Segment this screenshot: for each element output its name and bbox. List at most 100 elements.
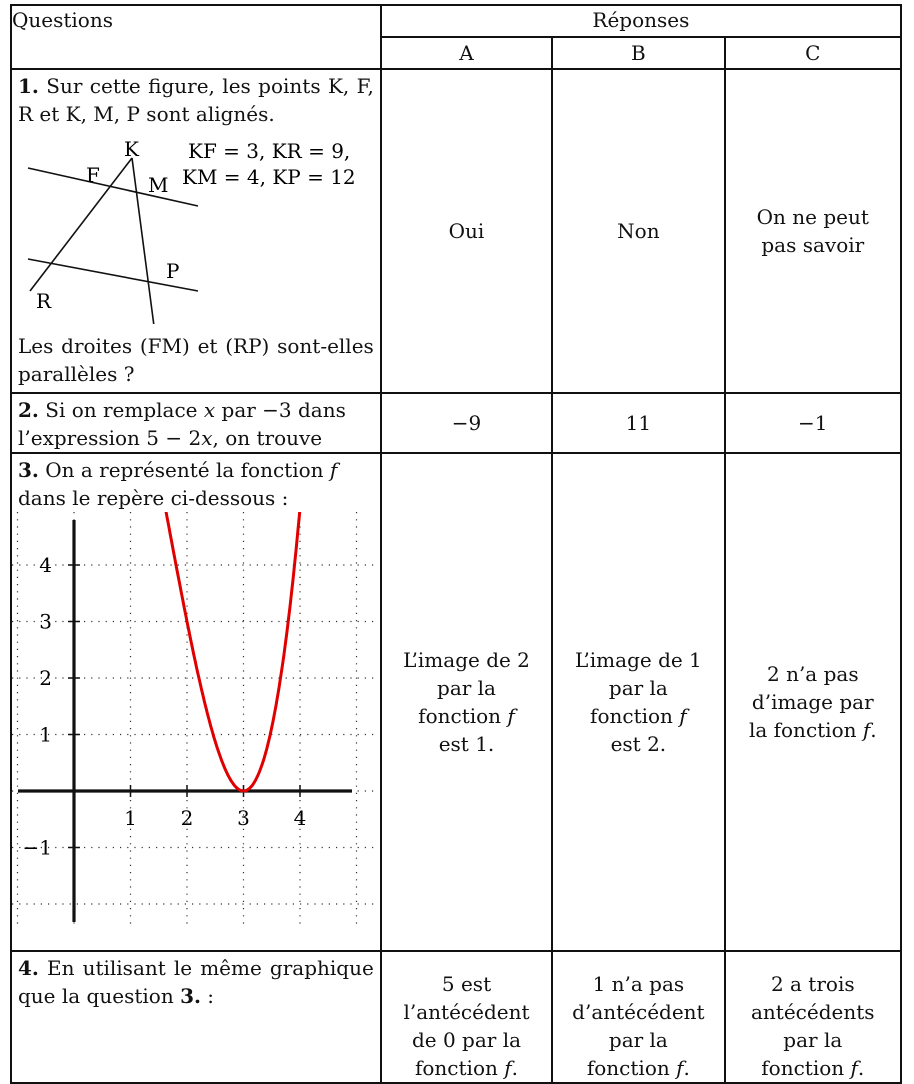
q4-number: 4. [18,956,39,980]
q2-answer-a: −9 [379,392,554,454]
q2-text-3: , on trouve [212,426,323,450]
q1-c-line2: pas savoir [761,233,865,257]
line-fm [27,167,199,207]
line-kp [131,157,155,324]
q3-cell: 3. On a représenté la fonction f dans le… [10,452,382,952]
q4-answer-c: 2 a trois antécédents par la fonction f. [723,950,903,1084]
x-tick-label: 1 [124,806,137,830]
q2-number: 2. [18,398,39,422]
q1-question: Les droites (FM) et (RP) sont-elles para… [12,324,380,388]
q4-b-line2: d’antécédent [572,1000,705,1024]
q4-ref: 3. [180,984,201,1008]
q1-answer-c: On ne peut pas savoir [723,68,903,394]
header-col-c: C [723,36,903,70]
q2-text-2: par −3 dans l’expression 5 − 2 [18,398,346,450]
x-tick-label: 2 [181,806,194,830]
q3-answer-b: L’image de 1 par la fonction f est 2. [551,452,726,952]
q4-b-line4-text: fonction [586,1056,677,1080]
y-tick-label: 1 [39,723,52,747]
q4-c-line4: fonction f. [726,1054,900,1082]
q4-a-line3: de 0 par la [411,1028,522,1052]
q3-text-2: dans le repère ci-dessous : [18,486,289,510]
qcm-table: Questions Réponses A B C 1. Sur cette fi… [10,4,903,1084]
q2-text-1: Si on remplace [38,398,204,422]
q3-number: 3. [18,458,39,482]
q4-c-line3: par la [783,1028,843,1052]
label-f: F [86,163,100,187]
label-m: M [148,173,168,197]
label-r: R [36,289,52,313]
q4-b-end: . [683,1056,690,1080]
x-tick-label: 3 [237,806,250,830]
q4-text-2: : [200,984,215,1008]
q4-a-fname: f [504,1056,512,1080]
q4-a-end: . [511,1056,518,1080]
q4-answer-a: 5 est l’antécédent de 0 par la fonction … [379,950,554,1084]
q3-a-line3-text: fonction [418,704,508,728]
q4-a-line2: l’antécédent [403,1000,530,1024]
graph-axes [18,520,352,922]
x-tick-label: 4 [294,806,307,830]
header-questions-label: Questions [12,8,113,32]
q2-var-x: x [203,398,216,422]
q4-a-line4-text: fonction [414,1056,505,1080]
q3-b-line2: par la [608,676,668,700]
q1-number: 1. [18,74,39,98]
q4-c-line1: 2 a trois [770,972,855,996]
q1-text: 1. Sur cette figure, les points K, F, R … [12,70,380,128]
q3-c-fname: f [862,718,871,742]
q2-answer-c: −1 [723,392,903,454]
function-curve [164,512,302,793]
q2-a-text: −9 [451,411,482,435]
given-km-kp: KM = 4, KP = 12 [182,165,356,189]
y-tick-label: 2 [39,666,52,690]
q4-text-1: En utilisant le même graphique que la qu… [18,956,374,1008]
q4-answer-b: 1 n’a pas d’antécédent par la fonction f… [551,950,726,1084]
graph-grid [12,512,378,924]
q3-answer-a: L’image de 2 par la fonction f est 1. [379,452,554,952]
q4-c-end: . [857,1056,865,1080]
header-col-c-label: C [805,41,821,65]
q1-question-text: Les droites (FM) et (RP) sont-elles para… [18,334,374,386]
q4-cell: 4. En utilisant le même graphique que la… [10,950,382,1084]
q3-c-line3: la fonction f. [726,716,900,744]
header-col-a-label: A [459,41,474,65]
q2-cell: 2. Si on remplace x par −3 dans l’expres… [10,392,382,454]
q2-text: 2. Si on remplace x par −3 dans l’expres… [12,394,380,452]
q2-c-text: −1 [798,411,828,435]
q4-b-line4: fonction f. [553,1054,723,1082]
q3-c-line3-text: la fonction [748,718,863,742]
label-k: K [124,137,140,161]
q2-b-text: 11 [625,411,652,435]
q3-text: 3. On a représenté la fonction f dans le… [12,454,380,512]
q4-c-line4-text: fonction [761,1056,851,1080]
header-col-a: A [379,36,554,70]
y-tick-label: 4 [39,553,52,577]
q1-b-text: Non [617,219,660,243]
q4-b-line3: par la [608,1028,668,1052]
q3-c-line2: d’image par [751,690,874,714]
line-rp [27,258,199,292]
header-reponses: Réponses [379,4,903,38]
header-questions: Questions [10,4,382,70]
q4-text: 4. En utilisant le même graphique que la… [12,952,380,1010]
q2-answer-b: 11 [551,392,726,454]
q3-fname: f [329,458,338,482]
q3-a-line4: est 1. [438,732,495,756]
header-col-b-label: B [631,41,646,65]
q4-a-line1: 5 est [441,972,492,996]
q1-a-text: Oui [448,219,485,243]
q4-a-line4: fonction f. [382,1054,551,1082]
given-kf-kr: KF = 3, KR = 9, [188,139,350,163]
q4-b-fname: f [676,1056,684,1080]
q1-answer-b: Non [551,68,726,394]
q1-intro: Sur cette figure, les points K, F, R et … [18,74,374,126]
q3-a-line3: fonction f [382,702,551,730]
q1-cell: 1. Sur cette figure, les points K, F, R … [10,68,382,394]
q3-answer-c: 2 n’a pas d’image par la fonction f. [723,452,903,952]
header-col-b: B [551,36,726,70]
q3-b-line3: fonction f [553,702,723,730]
q4-c-line2: antécédents [751,1000,875,1024]
